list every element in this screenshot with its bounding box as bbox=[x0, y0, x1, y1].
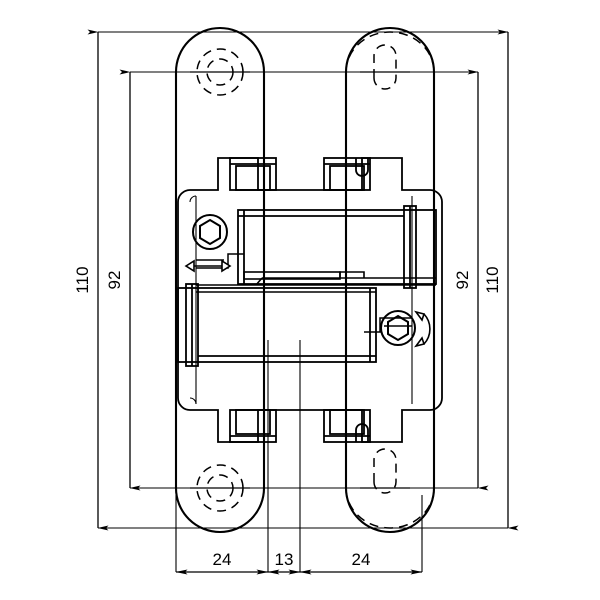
centre-pivot-seam bbox=[196, 271, 436, 293]
upper-knuckle-right bbox=[323, 157, 371, 191]
right-plate-top-slot-hole bbox=[345, 31, 435, 90]
lower-knuckle-right bbox=[323, 409, 371, 443]
vertical-dimension-lines bbox=[87, 29, 519, 531]
dim-label-left-92: 92 bbox=[105, 271, 124, 290]
lateral-adjuster-hex-screw[interactable] bbox=[192, 214, 228, 250]
horizontal-double-arrow-indicator bbox=[184, 259, 232, 273]
curved-double-arrow-indicator bbox=[414, 310, 431, 348]
dim-label-24-right: 24 bbox=[352, 550, 371, 569]
hinge-body-frame bbox=[177, 157, 443, 443]
right-leaf-plate bbox=[344, 26, 436, 534]
dim-label-24-left: 24 bbox=[213, 550, 232, 569]
left-leaf-plate bbox=[174, 26, 266, 534]
hinge-body-inner-edge bbox=[189, 195, 413, 405]
dim-label-right-110: 110 bbox=[483, 266, 502, 293]
extension-lines bbox=[98, 31, 508, 572]
dim-label-left-110: 110 bbox=[73, 266, 92, 293]
upper-arm-link bbox=[237, 205, 437, 289]
upper-knuckle-left bbox=[229, 157, 277, 191]
right-plate-bottom-slot-hole bbox=[345, 448, 435, 529]
dim-label-right-92: 92 bbox=[453, 271, 472, 290]
lower-knuckle-left bbox=[229, 409, 277, 443]
lower-arm-link bbox=[177, 283, 377, 367]
rotational-adjuster-hex-screw[interactable] bbox=[380, 310, 416, 346]
dim-label-13: 13 bbox=[275, 550, 294, 569]
